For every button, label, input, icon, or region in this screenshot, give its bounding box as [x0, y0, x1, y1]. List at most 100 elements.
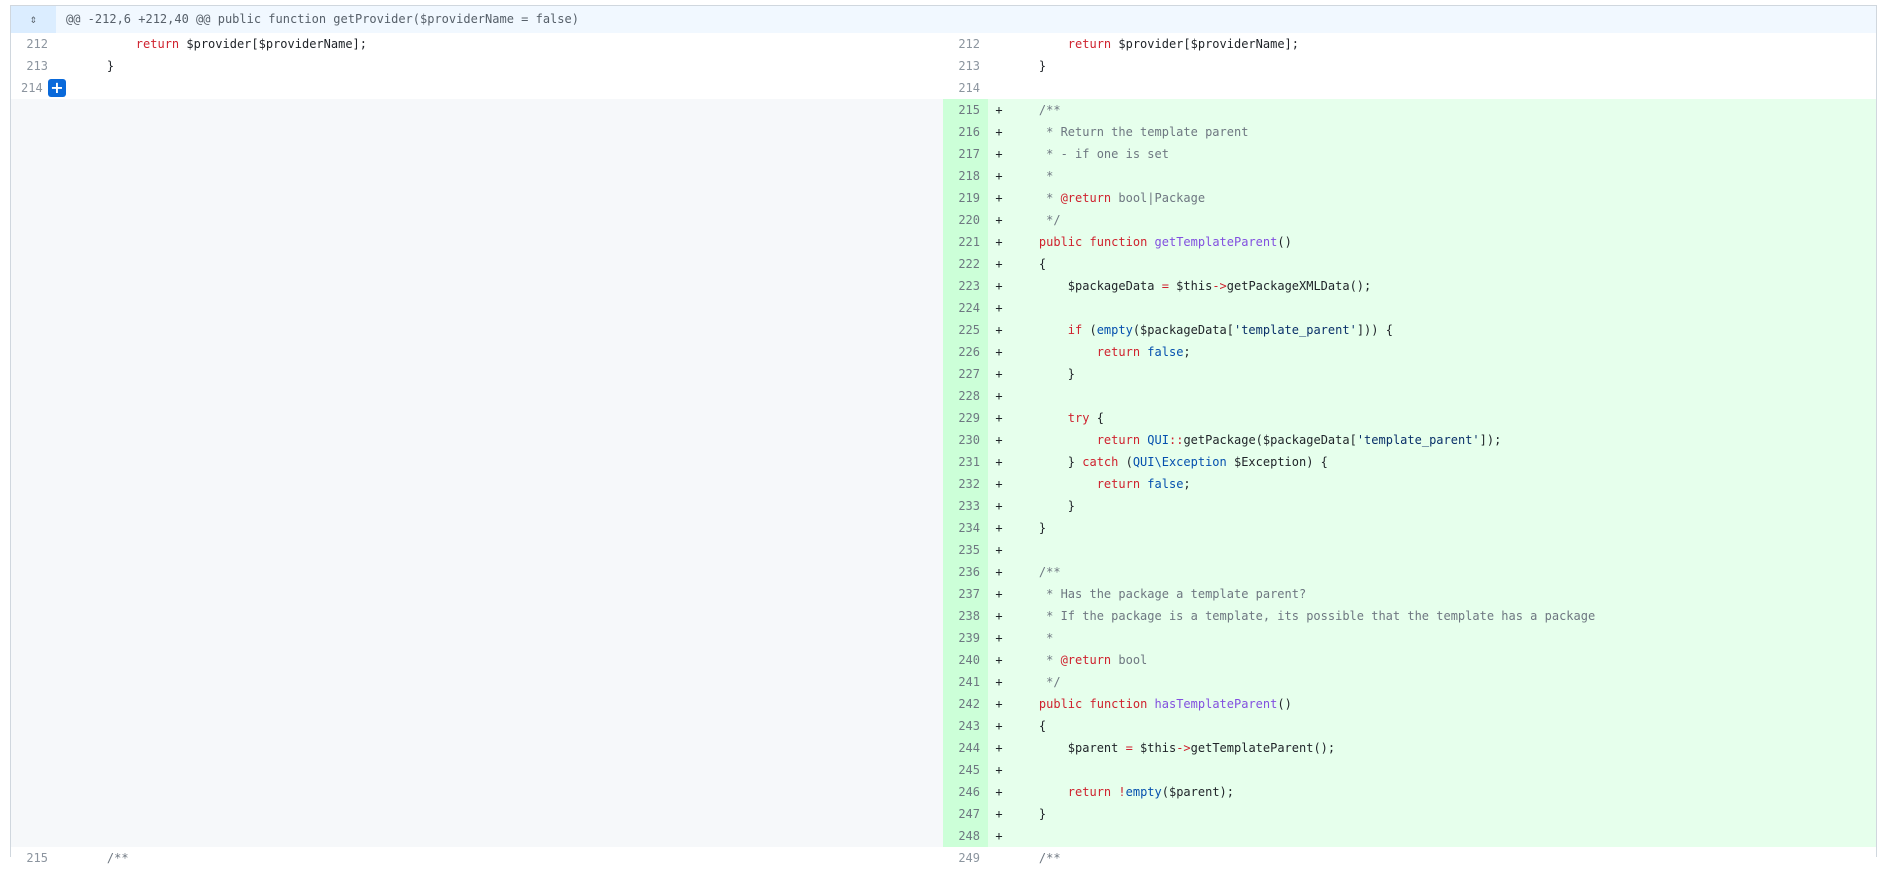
code-token: false: [1147, 345, 1184, 359]
left-side-empty: [11, 429, 943, 451]
line-number-right[interactable]: 232: [943, 473, 988, 495]
line-number-right[interactable]: 244: [943, 737, 988, 759]
right-side: 231+ } catch (QUI\Exception $Exception) …: [943, 451, 1876, 473]
code-token: (: [1082, 323, 1097, 337]
line-number-right[interactable]: 242: [943, 693, 988, 715]
line-number-right[interactable]: 231: [943, 451, 988, 473]
diff-sign: [988, 33, 1010, 55]
line-number-right[interactable]: 218: [943, 165, 988, 187]
diff-sign-add: +: [988, 275, 1010, 297]
left-side-empty: [11, 297, 943, 319]
line-number-right[interactable]: 216: [943, 121, 988, 143]
right-side: 214: [943, 77, 1876, 99]
diff-sign-add: +: [988, 297, 1010, 319]
line-number-right[interactable]: 215: [943, 99, 988, 121]
code-text: {: [1010, 253, 1876, 275]
left-side-empty: [11, 693, 943, 715]
left-side-empty: [11, 165, 943, 187]
line-number-right[interactable]: 220: [943, 209, 988, 231]
code-token: [78, 851, 107, 865]
line-number-right[interactable]: 235: [943, 539, 988, 561]
right-side: 236+ /**: [943, 561, 1876, 583]
code-token: [1010, 235, 1039, 249]
right-side: 232+ return false;: [943, 473, 1876, 495]
code-token: [1082, 697, 1089, 711]
code-token: [1010, 323, 1068, 337]
expand-plus-icon[interactable]: +: [48, 79, 66, 97]
line-number-left[interactable]: 215: [26, 851, 48, 865]
line-number-right[interactable]: 237: [943, 583, 988, 605]
line-number-right[interactable]: 234: [943, 517, 988, 539]
code-token: getTemplateParent: [1154, 235, 1278, 249]
diff-sign-add: +: [988, 99, 1010, 121]
unfold-icon[interactable]: ⇕: [11, 6, 56, 33]
diff-sign-add: +: [988, 429, 1010, 451]
right-side: 233+ }: [943, 495, 1876, 517]
added-row: 234+ }: [11, 517, 1876, 539]
line-number-right[interactable]: 225: [943, 319, 988, 341]
left-side-empty: [11, 319, 943, 341]
line-number-right[interactable]: 240: [943, 649, 988, 671]
right-side: 226+ return false;: [943, 341, 1876, 363]
code-token: function: [1089, 235, 1148, 249]
diff-sign-add: +: [988, 759, 1010, 781]
line-number-right[interactable]: 213: [958, 59, 980, 73]
line-number-right[interactable]: 224: [943, 297, 988, 319]
line-number-right[interactable]: 249: [958, 851, 980, 865]
line-number-right[interactable]: 230: [943, 429, 988, 451]
code-text: public function hasTemplateParent(): [1010, 693, 1876, 715]
line-number-right[interactable]: 219: [943, 187, 988, 209]
line-number-left[interactable]: 212: [26, 37, 48, 51]
line-number-right[interactable]: 248: [943, 825, 988, 847]
line-number-right[interactable]: 229: [943, 407, 988, 429]
left-side-empty: [11, 561, 943, 583]
code-text: * - if one is set: [1010, 143, 1876, 165]
line-number-right[interactable]: 226: [943, 341, 988, 363]
line-number-right[interactable]: 243: [943, 715, 988, 737]
added-row: 246+ return !empty($parent);: [11, 781, 1876, 803]
code-text: [1010, 77, 1876, 99]
diff-sign-add: +: [988, 341, 1010, 363]
line-number-right[interactable]: 239: [943, 627, 988, 649]
left-side-empty: [11, 715, 943, 737]
line-number-right[interactable]: 222: [943, 253, 988, 275]
line-number-right[interactable]: 227: [943, 363, 988, 385]
code-token: }: [1010, 521, 1047, 535]
line-number-right[interactable]: 214: [958, 81, 980, 95]
code-token: {: [1089, 411, 1104, 425]
code-token: function: [1089, 697, 1148, 711]
line-number-right[interactable]: 223: [943, 275, 988, 297]
right-side: 218+ *: [943, 165, 1876, 187]
left-side-empty: [11, 825, 943, 847]
line-number-left[interactable]: 214+: [11, 77, 66, 99]
added-row: 217+ * - if one is set: [11, 143, 1876, 165]
code-text: public function getTemplateParent(): [1010, 231, 1876, 253]
line-number-right[interactable]: 247: [943, 803, 988, 825]
left-side-empty: [11, 231, 943, 253]
line-number-right[interactable]: 246: [943, 781, 988, 803]
line-number-right[interactable]: 241: [943, 671, 988, 693]
line-number-right[interactable]: 228: [943, 385, 988, 407]
code-token: ;: [1183, 345, 1191, 359]
diff-sign: [988, 55, 1010, 77]
line-number-left[interactable]: 213: [26, 59, 48, 73]
added-row: 226+ return false;: [11, 341, 1876, 363]
line-number-right[interactable]: 212: [958, 37, 980, 51]
line-number-right[interactable]: 245: [943, 759, 988, 781]
right-side: 230+ return QUI::getPackage($packageData…: [943, 429, 1876, 451]
code-token: if: [1067, 323, 1083, 337]
added-row: 224+: [11, 297, 1876, 319]
right-side: 213 }: [943, 55, 1876, 77]
code-token: $packageData: [1010, 279, 1162, 293]
code-token: getPackage($packageData[: [1183, 433, 1357, 447]
left-side-empty: [11, 583, 943, 605]
code-token: empty: [1096, 323, 1133, 337]
code-token: [1010, 103, 1039, 117]
line-number-right[interactable]: 238: [943, 605, 988, 627]
line-number-right[interactable]: 221: [943, 231, 988, 253]
diff-sign-add: +: [988, 825, 1010, 847]
line-number-right[interactable]: 217: [943, 143, 988, 165]
line-number-right[interactable]: 233: [943, 495, 988, 517]
left-side-empty: [11, 605, 943, 627]
line-number-right[interactable]: 236: [943, 561, 988, 583]
